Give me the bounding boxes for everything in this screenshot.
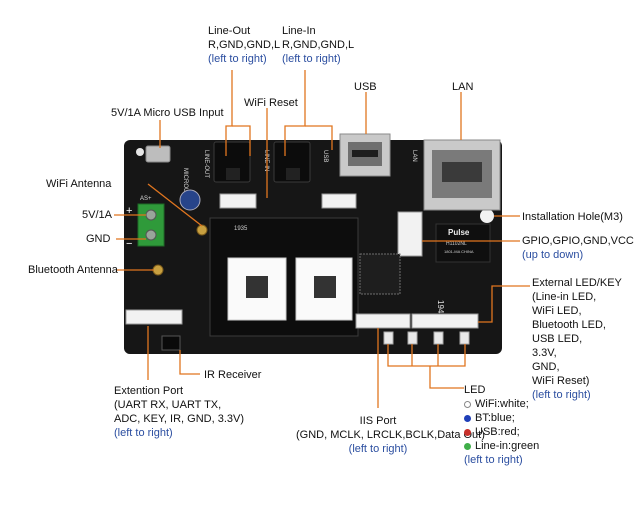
qfp-chip [359,253,401,295]
led-legend-linein: Line-in:green [464,439,539,453]
wifi-antenna-connector [196,224,208,236]
callout-lines [114,70,530,408]
ir-receiver-label: IR Receiver [204,369,262,381]
led-legend-title: LED [464,384,486,396]
plus-silk: + [126,205,132,217]
ir-receiver [161,335,181,351]
led-callout [387,344,466,367]
installation-hole [480,209,494,223]
line-in-jack [273,141,311,183]
wifi-antenna-label: WiFi Antenna [46,178,112,190]
led-bt [407,331,418,345]
iis-port-label: IIS Port (GND, MCLK, LRCLK,BCLK,Data Out… [296,415,485,455]
lan-label: LAN [452,81,474,93]
usb-silk: USB [322,150,328,162]
pulse-part: H1102NL [446,241,467,247]
line-out-label: Line-Out R,GND,GND,L (left to right) [208,25,281,65]
pulse-transformer [435,223,491,263]
micro-usb-connector [145,145,171,163]
wifi-reset-header [219,193,257,209]
led-wifi [383,331,394,345]
as-silk: AS+ [140,196,152,202]
white-dot-icon [464,400,471,408]
gnd-label: GND [86,233,111,245]
wifi-reset-label: WiFi Reset [244,97,298,109]
power-5v-label: 5V/1A [82,209,112,221]
minus-silk: − [126,238,132,250]
pulse-brand: Pulse [448,228,470,237]
iis-port-header [355,313,411,329]
green-dot-icon [464,442,471,450]
line-in-callout [284,70,306,156]
led-legend-wifi: WiFi:white; [464,397,539,411]
lan-silk: LAN [411,150,417,162]
gpio-label: GPIO,GPIO,GND,VCC (up to down) [522,235,634,261]
line-out-callout [225,70,233,156]
bt-antenna-connector [152,264,164,276]
wifi-antenna-callout [147,183,203,227]
corner-hole [136,148,144,156]
extension-port-header [125,309,183,325]
qr-code-right [314,276,336,298]
red-dot-icon [464,428,471,436]
blue-dot-icon [464,414,471,422]
extension-port-label: Extention Port (UART RX, UART TX, ADC, K… [114,385,245,439]
module-code: 1946 [436,300,445,318]
chip-code: 1935 [234,226,248,232]
capacitor [179,189,201,211]
usb-label: USB [354,81,377,93]
line-out-silk: LINE-OUT [203,150,209,178]
led-usb [433,331,444,345]
ext-led-key-label: External LED/KEY (Line-in LED, WiFi LED,… [532,277,622,401]
led-linein [459,331,470,345]
ext-led-callout [478,285,530,323]
ir-callout [179,350,200,375]
external-led-header [411,313,479,329]
micro-usb-silk: MICROUSB [182,168,188,200]
usb-header [321,193,357,209]
led-legend: LED WiFi:white; BT:blue; USB:red; Line-i… [464,384,540,466]
qr-code-left [246,276,268,298]
install-hole-label: Installation Hole(M3) [522,211,623,223]
micro-usb-label: 5V/1A Micro USB Input [111,107,224,119]
gpio-header [397,211,423,257]
led-legend-bt: BT:blue; [464,411,539,425]
led-legend-usb: USB:red; [464,425,539,439]
line-in-label: Line-In R,GND,GND,L (left to right) [282,25,355,65]
line-in-silk: LINE-IN [263,150,269,171]
line-out-jack [213,141,251,183]
bt-antenna-label: Bluetooth Antenna [28,264,118,276]
pulse-sub: 1801-MA CHINA [444,249,474,254]
